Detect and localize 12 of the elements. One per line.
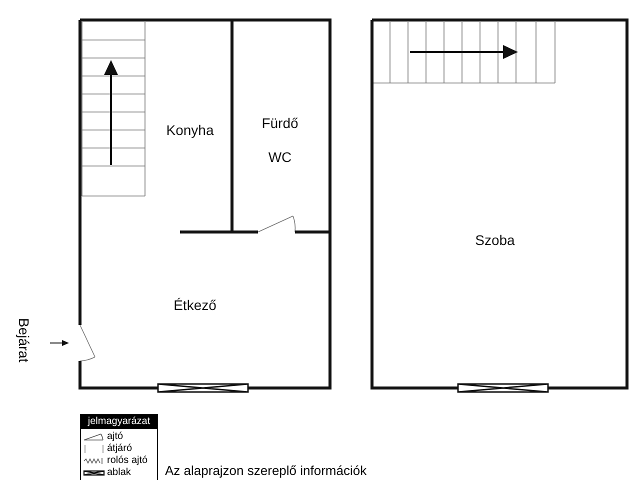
legend-label: rolós ajtó [107, 455, 148, 466]
entrance-label: Bejárat [16, 318, 32, 362]
room-label: Konyha [166, 122, 214, 138]
legend-label: átjáró [107, 443, 132, 454]
legend-label: ajtó [107, 431, 124, 442]
legend-title: jelmagyarázat [81, 415, 157, 429]
room-label: WC [268, 149, 292, 165]
note-text: Az alaprajzon szereplő információk [165, 463, 367, 478]
room-label: Fürdő [262, 115, 298, 131]
legend-label: ablak [107, 467, 131, 478]
room-label: Étkező [174, 297, 216, 313]
room-label: Szoba [475, 232, 515, 248]
